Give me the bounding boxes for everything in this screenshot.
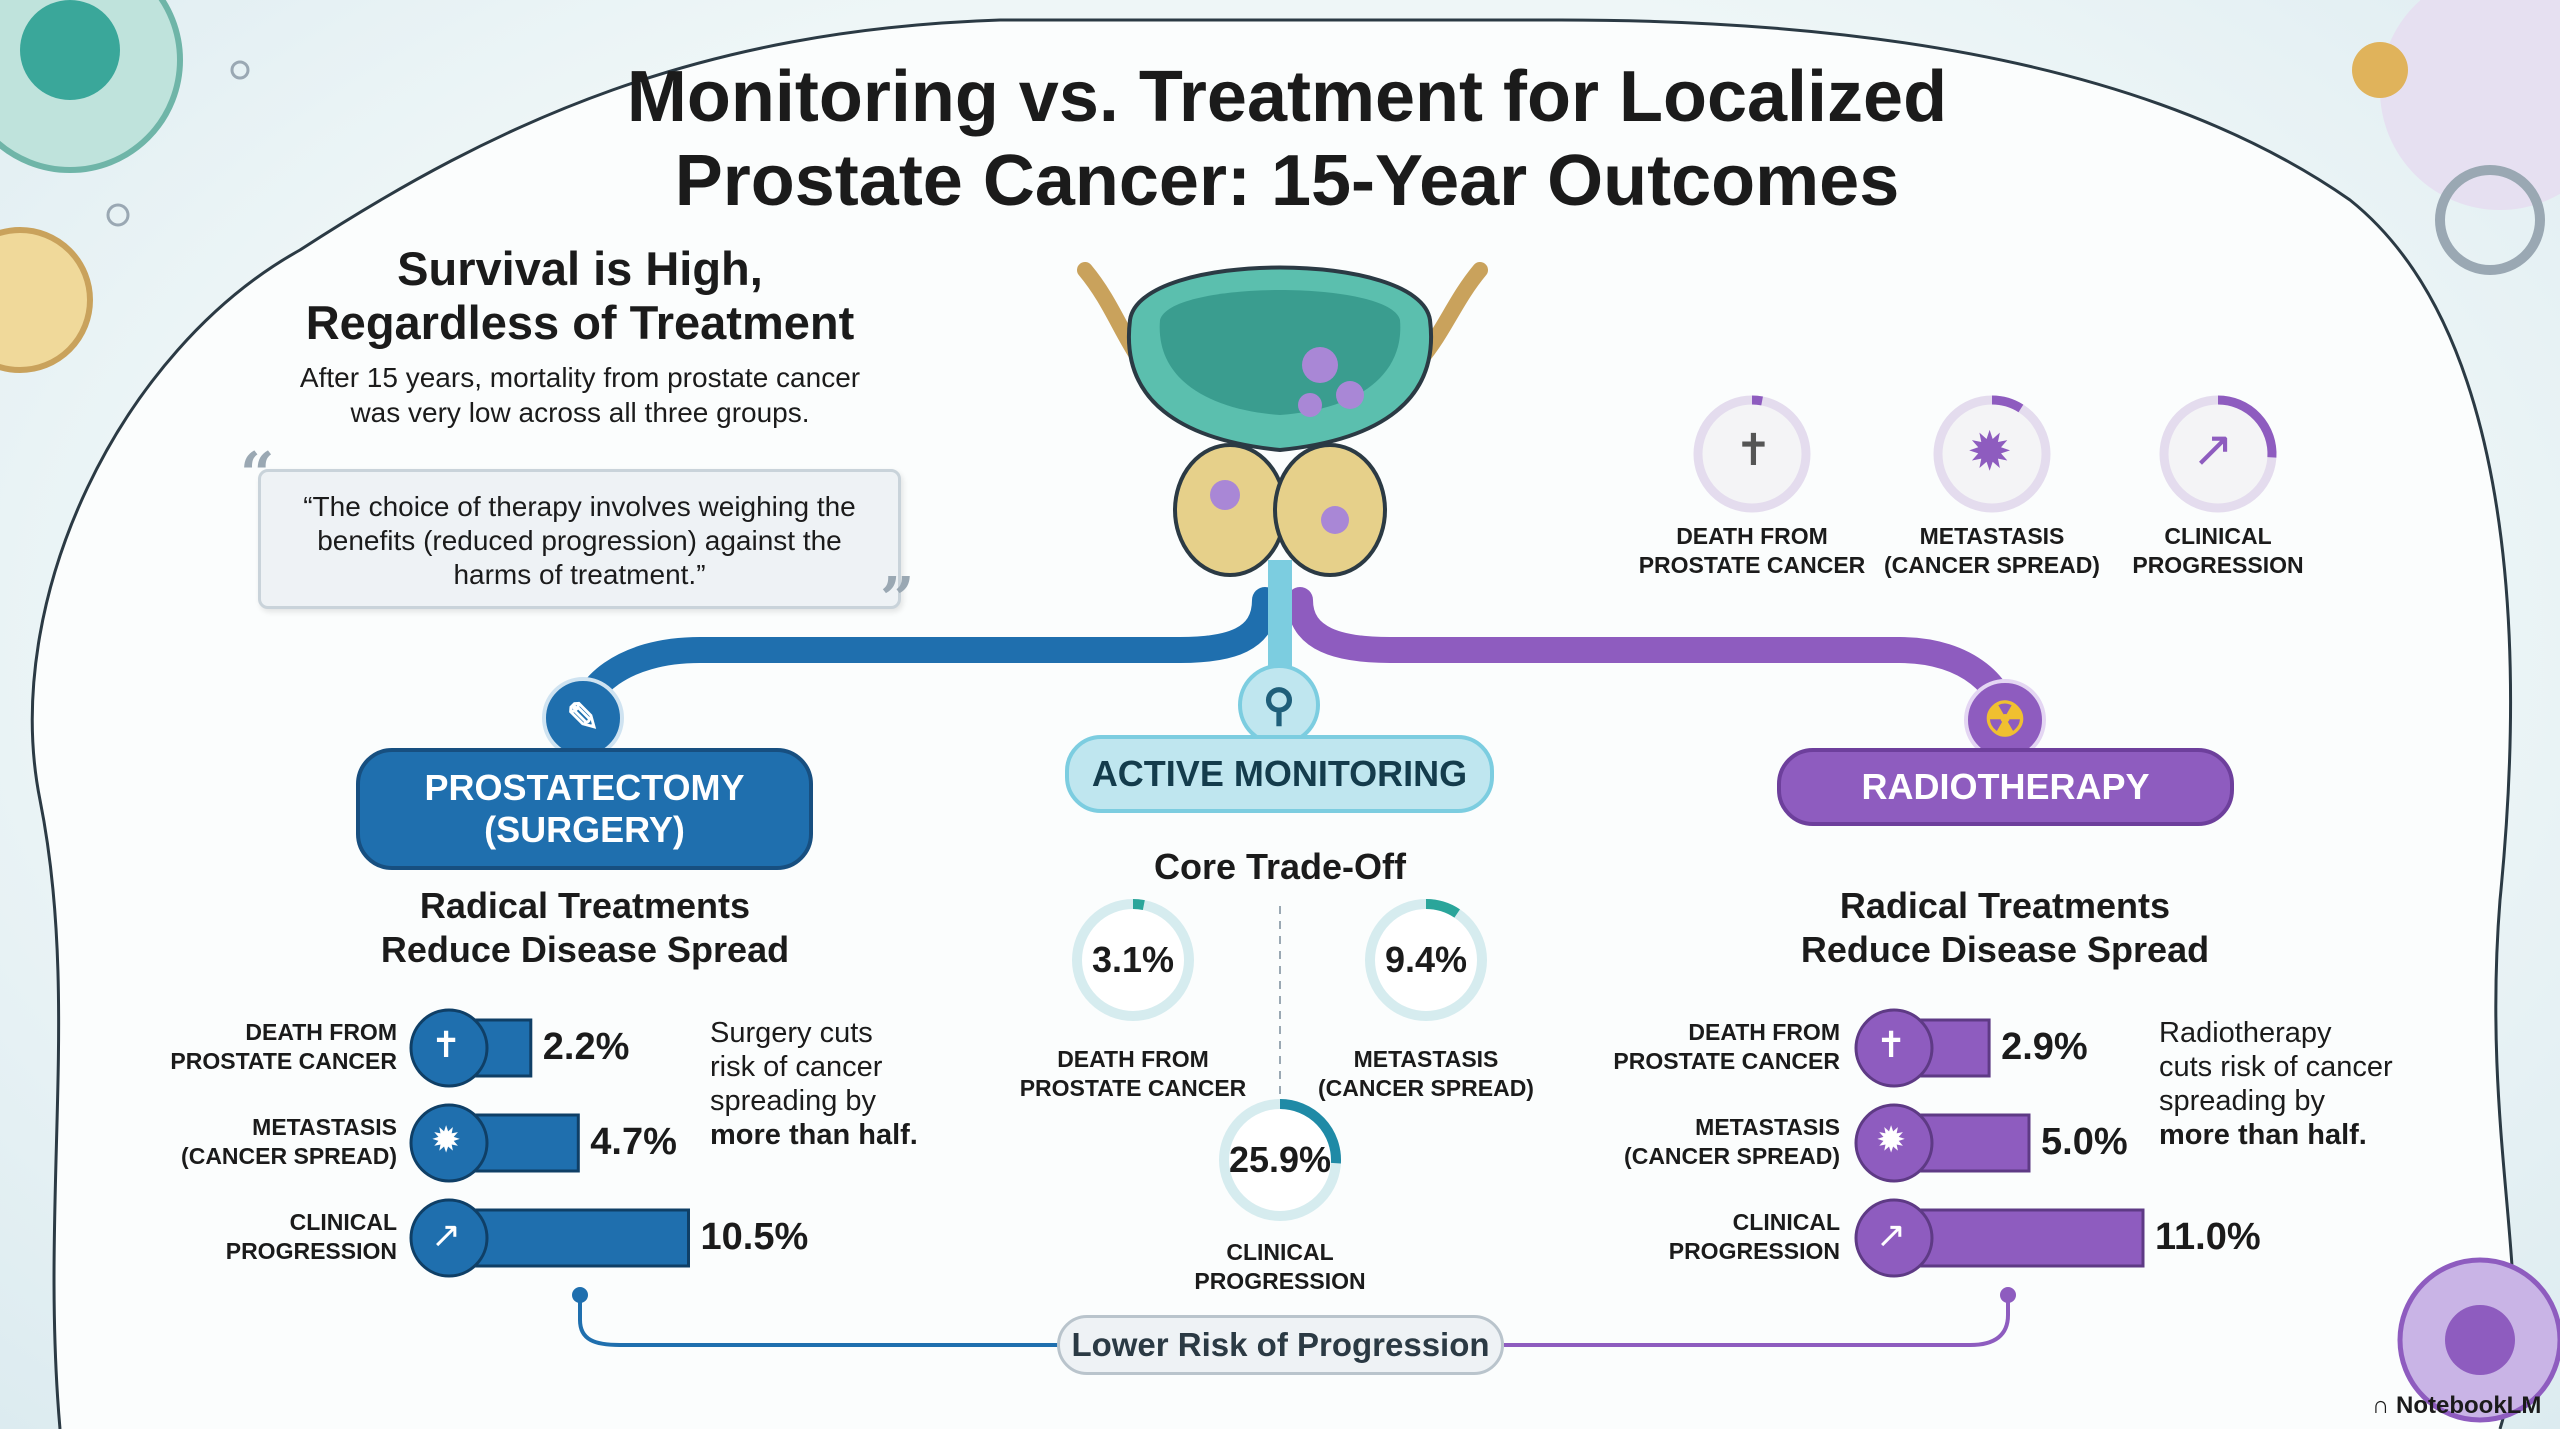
- cancer-cell-circle: [409, 1103, 489, 1183]
- tombstone-icon: ✝: [1876, 1024, 1907, 1065]
- radiation-icon: ☢: [1964, 679, 2046, 761]
- cancer-cell-icon: ✹: [1876, 1119, 1907, 1160]
- ring-label: METASTASIS(CANCER SPREAD): [1318, 1046, 1534, 1101]
- tombstone-circle: [409, 1008, 489, 1088]
- active-monitoring-button[interactable]: ACTIVE MONITORING: [1065, 735, 1494, 813]
- quote-line: harms of treatment.”: [453, 559, 706, 590]
- legend-ring-progress: [1751, 395, 1763, 406]
- quote-box: “The choice of therapy involves weighing…: [258, 469, 901, 609]
- scalpel-icon: ✎: [542, 677, 624, 759]
- tombstone-icon: ✝: [431, 1024, 462, 1065]
- survival-section: Survival is High, Regardless of Treatmen…: [180, 242, 980, 430]
- bar: [447, 1208, 690, 1268]
- legend-ring-progress: [2217, 395, 2277, 458]
- bar-value: 2.2%: [542, 1026, 630, 1068]
- prostatectomy-button[interactable]: PROSTATECTOMY(SURGERY): [356, 748, 813, 870]
- page-title: Monitoring vs. Treatment for Localized P…: [437, 55, 2137, 223]
- legend-metastasis: METASTASIS(CANCER SPREAD): [1884, 523, 2100, 578]
- ring-value: 25.9%: [1228, 1139, 1332, 1180]
- trend-up-icon: ↗: [1876, 1214, 1907, 1255]
- bar-value: 5.0%: [2041, 1121, 2128, 1163]
- bar-value: 2.9%: [2001, 1026, 2088, 1068]
- bar-value: 11.0%: [2155, 1216, 2261, 1258]
- bar-label: METASTASIS(CANCER SPREAD): [1624, 1114, 1840, 1169]
- cancer-cell-icon: ✹: [431, 1119, 462, 1160]
- bar: [1892, 1208, 2145, 1268]
- lower-risk-label: Lower Risk of Progression: [1057, 1315, 1504, 1375]
- bottom-connector-line: [578, 1295, 1060, 1347]
- core-tradeoff-heading: Core Trade-Off: [1153, 846, 1407, 887]
- tombstone-circle: [1854, 1008, 1934, 1088]
- cancer-cell-icon: ✹: [1967, 422, 2013, 482]
- bar-value: 10.5%: [700, 1216, 809, 1258]
- magnifier-icon: ⚲: [1238, 664, 1320, 746]
- title-line-2: Prostate Cancer: 15-Year Outcomes: [674, 141, 1900, 221]
- bar-value: 4.7%: [590, 1121, 677, 1163]
- magnifier-decoration-icon: [2435, 165, 2545, 275]
- tombstone-icon: ✝: [1735, 426, 1772, 475]
- ring-progress: [1132, 899, 1145, 910]
- trend-up-icon: ↗: [2192, 421, 2234, 477]
- survival-heading: Survival is High,: [397, 242, 763, 295]
- close-quote-icon: ”: [880, 565, 915, 635]
- survival-text: After 15 years, mortality from prostate …: [299, 362, 861, 393]
- notebooklm-logo: ∩ NotebookLM: [2372, 1392, 2542, 1419]
- legend-ring-progress: [1991, 395, 2024, 413]
- cell-decoration-icon: [2380, 0, 2560, 210]
- trend-up-circle: [1854, 1198, 1934, 1278]
- bar-label: METASTASIS(CANCER SPREAD): [181, 1114, 397, 1169]
- title-line-1: Monitoring vs. Treatment for Localized: [626, 57, 1948, 137]
- quote-line: benefits (reduced progression) against t…: [317, 525, 842, 556]
- prostate-illustration-icon: [1077, 262, 1488, 577]
- survival-text-2: was very low across all three groups.: [350, 397, 810, 428]
- cell-decoration-icon: [0, 227, 93, 373]
- survival-heading-2: Regardless of Treatment: [305, 296, 855, 349]
- ring-value: 9.4%: [1384, 939, 1468, 980]
- quote-line: “The choice of therapy involves weighing…: [303, 491, 856, 522]
- ring-value: 3.1%: [1091, 939, 1175, 980]
- trend-up-circle: [409, 1198, 489, 1278]
- cancer-cell-circle: [1854, 1103, 1934, 1183]
- ring-progress: [1425, 899, 1460, 918]
- trend-up-icon: ↗: [431, 1214, 462, 1255]
- radiotherapy-button[interactable]: RADIOTHERAPY: [1777, 748, 2234, 826]
- ring-progress: [1279, 1099, 1341, 1164]
